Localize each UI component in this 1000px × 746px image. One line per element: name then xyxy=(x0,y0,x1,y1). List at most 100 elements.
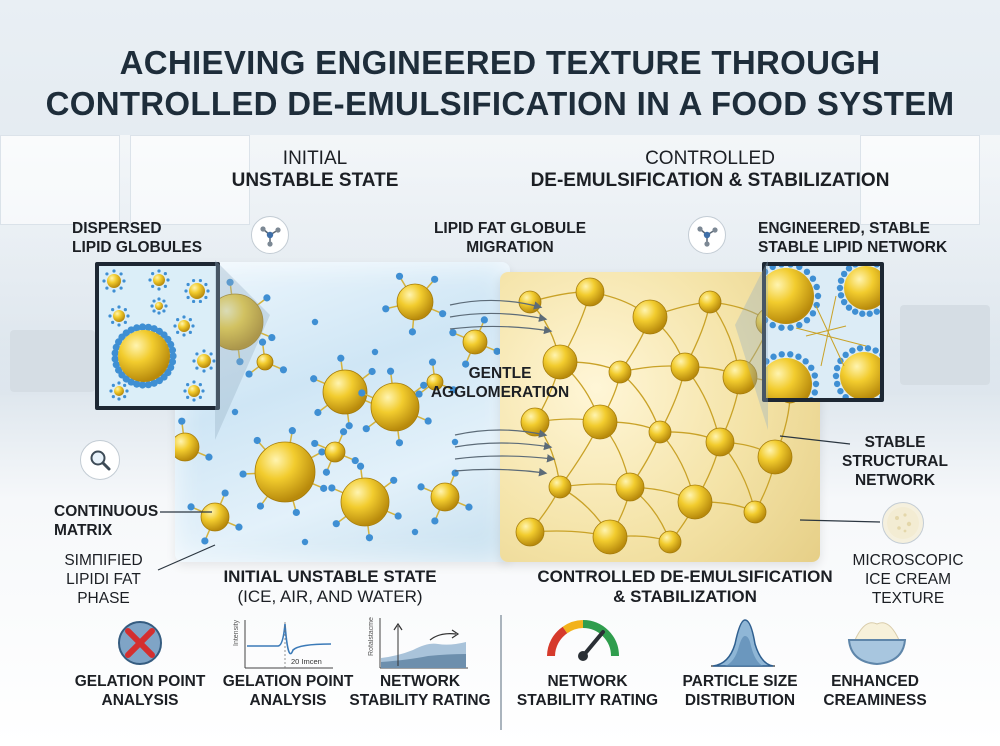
background-lab-machine xyxy=(900,305,990,385)
emulsifier-head xyxy=(188,330,192,334)
globule-sphere xyxy=(592,519,628,555)
label-line: LIPID FAT GLOBULE xyxy=(433,220,587,237)
emulsifier-head xyxy=(449,329,457,337)
lipid-globule xyxy=(722,359,758,395)
emulsifier-head xyxy=(168,358,177,366)
background-lab-machine xyxy=(10,330,95,392)
emulsifier-head xyxy=(157,311,161,315)
emulsifier-head xyxy=(202,349,206,353)
network-globule xyxy=(766,266,822,331)
title-line: CONTROLLED DE-EMULSIFICATION IN A FOOD S… xyxy=(45,85,955,122)
label-line: NETWORK xyxy=(547,673,628,690)
emulsifier-head xyxy=(311,318,319,326)
right-header-line: DE-EMULSIFICATION & STABILIZATION xyxy=(530,170,890,191)
lipid-globule xyxy=(743,500,767,524)
emulsifier-head xyxy=(173,324,177,328)
label-line: CREAMINESS xyxy=(823,692,927,709)
emulsifier-head xyxy=(163,272,167,276)
emulsifier-head xyxy=(206,289,210,293)
emulsifier-head xyxy=(195,366,199,370)
emulsifier-head xyxy=(127,326,135,334)
emulsifier-head xyxy=(111,355,119,363)
emulsifier-head xyxy=(811,389,818,396)
emulsifier-head xyxy=(362,425,370,433)
peak-graph-icon: Intensity 20 Imcen xyxy=(233,616,338,674)
left-header-line: INITIAL xyxy=(282,148,348,169)
emulsifier-head xyxy=(108,314,112,318)
agglomeration-label: GENTLE AGGLOMERATION xyxy=(410,364,590,402)
bottom-label-creaminess: ENHANCED CREAMINESS xyxy=(800,672,950,710)
micelle-core xyxy=(155,302,163,310)
controlled-state-caption: CONTROLLED DE-EMULSIFICATION & STABILIZA… xyxy=(520,567,850,607)
emulsifier-head xyxy=(169,352,177,360)
background-cabinet xyxy=(130,135,250,225)
network-globule xyxy=(832,345,880,398)
emulsifier-head xyxy=(417,483,425,491)
ice-matrix-panel xyxy=(175,262,510,562)
emulsifier-head xyxy=(258,338,267,346)
right-header: CONTROLLED DE-EMULSIFICATION & STABILIZA… xyxy=(500,148,920,192)
micelle-core xyxy=(153,274,165,286)
network-globule xyxy=(836,266,880,317)
globule-sphere xyxy=(615,472,645,502)
emulsifier-head xyxy=(182,315,186,319)
emulsifier-head xyxy=(288,427,296,435)
emulsifier-head xyxy=(112,289,116,293)
globule-sphere xyxy=(766,268,814,324)
emulsifier-head xyxy=(493,347,501,355)
emulsifier-head xyxy=(840,298,848,306)
label-line: ENGINEERED, STABLE xyxy=(758,220,930,237)
title-line: ACHIEVING ENGINEERED TEXTURE THROUGH xyxy=(119,44,881,81)
caption-line: & STABILIZATION xyxy=(613,587,757,606)
emulsifier-head xyxy=(849,347,856,354)
emulsifier-head xyxy=(778,324,785,331)
micelle xyxy=(173,315,195,337)
label-line: STRUCTURAL xyxy=(842,453,948,470)
emulsifier-head xyxy=(221,489,229,497)
emulsifier-head xyxy=(845,304,853,311)
globule-sphere xyxy=(575,277,605,307)
emulsifier-head xyxy=(239,470,247,478)
emulsifier-head xyxy=(351,456,359,465)
bottom-label-stability-1: NETWORK STABILITY RATING xyxy=(345,672,495,710)
emulsifier-head xyxy=(151,272,155,276)
lipid-globule xyxy=(575,277,605,307)
globule-sphere xyxy=(515,517,545,547)
globule-sphere xyxy=(844,266,880,310)
emulsifier-head xyxy=(253,436,261,445)
emulsifier-head xyxy=(439,310,447,318)
globule-sphere xyxy=(322,369,368,415)
globule-sphere xyxy=(766,358,812,398)
label-line: GELATION POINT xyxy=(74,673,206,690)
stable-network-inset xyxy=(762,262,884,402)
emulsifier-head xyxy=(168,346,177,354)
emulsifier-head xyxy=(394,512,402,520)
label-line: ICE CREAM xyxy=(864,571,952,588)
emulsifier-head xyxy=(386,367,395,375)
emulsifier-head xyxy=(111,383,115,387)
label-line: STABLE xyxy=(864,434,926,451)
micelle-core xyxy=(107,274,121,288)
emulsifier-head xyxy=(126,314,130,318)
emulsifier-head xyxy=(365,534,374,542)
emulsifier-head xyxy=(301,538,309,546)
emulsifier-head xyxy=(462,360,470,368)
lipid-globule xyxy=(677,484,713,520)
distribution-icon xyxy=(707,614,777,670)
dispersed-globules-inset xyxy=(95,262,220,410)
emulsifier-head xyxy=(117,397,121,401)
emulsifier-head xyxy=(138,381,147,389)
globule-sphere xyxy=(608,360,632,384)
emulsifier-head xyxy=(802,358,809,365)
emulsifier-head xyxy=(856,345,864,352)
network-strand xyxy=(820,295,837,367)
emulsifier-head xyxy=(198,395,202,399)
emulsifier-head xyxy=(337,354,345,362)
globule-sphere xyxy=(840,352,880,398)
emulsifier-head xyxy=(150,379,158,387)
emulsifier-head xyxy=(766,358,770,365)
emulsifier-head xyxy=(122,279,126,283)
emulsifier-head xyxy=(431,275,439,283)
emulsifier-head xyxy=(796,266,803,271)
emulsifier-head xyxy=(111,320,115,324)
